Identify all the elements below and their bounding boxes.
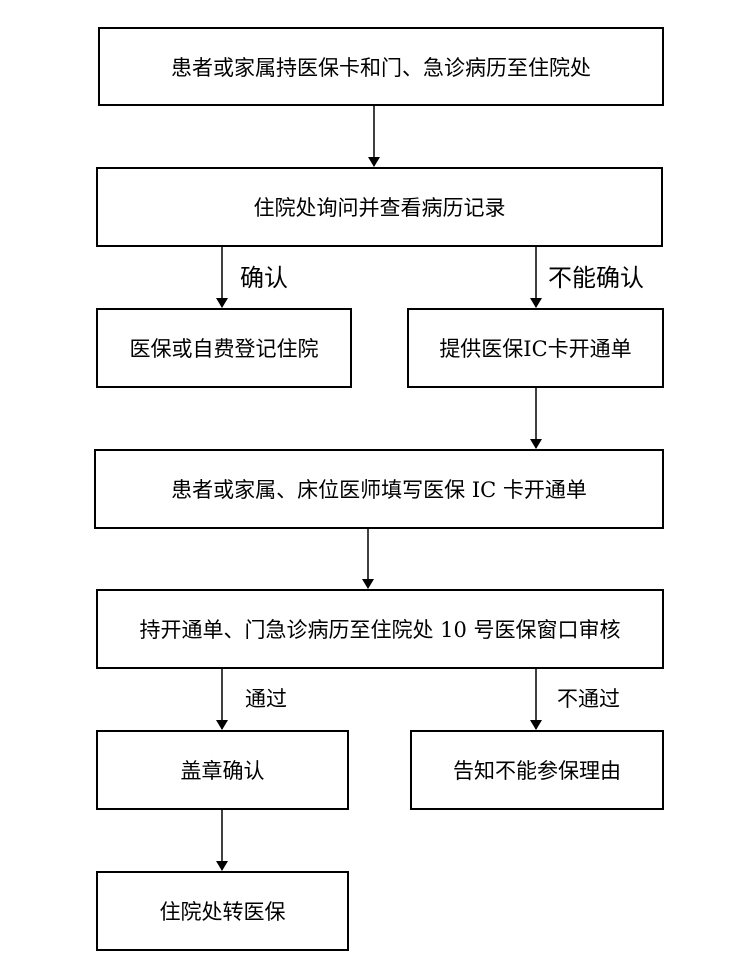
step-inform-reason: 告知不能参保理由 <box>410 730 664 810</box>
step-transfer-to-insurance: 住院处转医保 <box>96 871 349 951</box>
step-stamp-confirm: 盖章确认 <box>96 730 349 810</box>
step-visit-admission-office: 患者或家属持医保卡和门、急诊病历至住院处 <box>98 27 664 106</box>
step-fill-ic-card-form: 患者或家属、床位医师填写医保 IC 卡开通单 <box>94 449 664 529</box>
edge-label-confirm: 确认 <box>240 264 288 292</box>
edge-label-pass: 通过 <box>245 687 287 711</box>
step-inquiry-review-records: 住院处询问并查看病历记录 <box>96 167 663 247</box>
edge-label-cannot-confirm: 不能确认 <box>548 264 644 292</box>
step-register-admission: 医保或自费登记住院 <box>96 308 352 388</box>
edge-label-fail: 不通过 <box>557 687 620 711</box>
step-window-review: 持开通单、门急诊病历至住院处 10 号医保窗口审核 <box>96 589 664 669</box>
step-provide-ic-card-form: 提供医保IC卡开通单 <box>407 308 664 388</box>
